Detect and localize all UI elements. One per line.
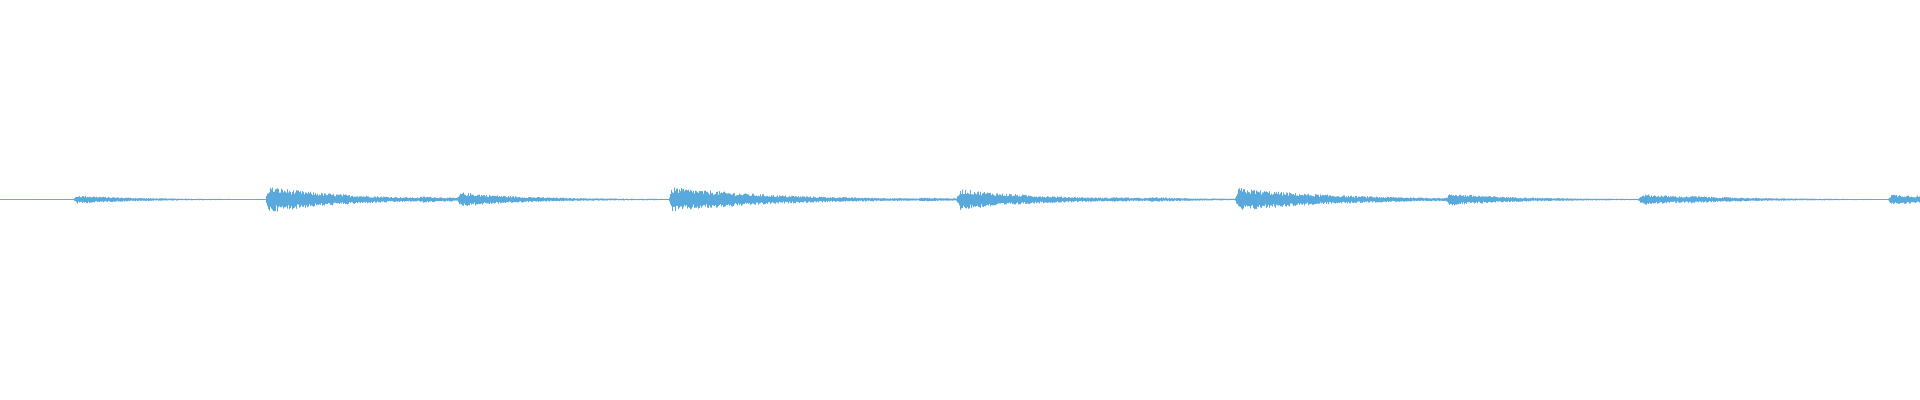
waveform-trace — [0, 187, 1920, 212]
